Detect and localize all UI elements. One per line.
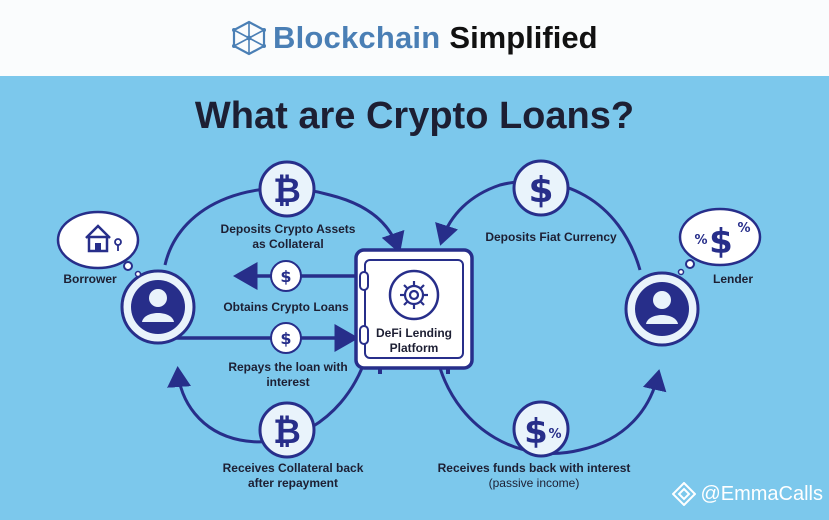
house-thought-bubble <box>56 210 142 278</box>
repays-label: Repays the loan with interest <box>218 360 358 390</box>
deposits-crypto-label: Deposits Crypto Assets as Collateral <box>210 222 366 252</box>
watermark-text: @EmmaCalls <box>700 482 823 505</box>
money-thought-bubble: $ % % <box>677 207 762 276</box>
flow-arrow-return-funds <box>438 367 667 455</box>
deposits-fiat-label: Deposits Fiat Currency <box>485 230 617 244</box>
brand-name-part1: Blockchain <box>273 20 441 55</box>
bitcoin-bottom-icon: ₿ <box>258 401 316 459</box>
svg-text:$: $ <box>280 267 291 286</box>
defi-platform-safe <box>354 248 474 374</box>
lender-avatar <box>624 271 700 347</box>
brand-logo[interactable]: Blockchain Simplified <box>231 14 598 62</box>
receives-funds-line1: Receives funds back with interest <box>437 461 631 475</box>
svg-text:$: $ <box>709 222 733 262</box>
platform-label-line2: Platform <box>389 341 439 355</box>
page-title: What are Crypto Loans? <box>194 95 635 137</box>
svg-text:%: % <box>548 427 561 442</box>
svg-text:%: % <box>694 233 707 248</box>
svg-text:₿: ₿ <box>273 412 301 452</box>
svg-text:₿: ₿ <box>273 171 301 211</box>
deposits-crypto-line1: Deposits Crypto Assets <box>220 222 356 236</box>
dollar-badge-obtains-icon: $ <box>270 260 302 292</box>
svg-text:$: $ <box>528 170 553 211</box>
dollar-badge-repays-icon: $ <box>270 322 302 354</box>
brand-name-part2: Simplified <box>449 20 598 55</box>
svg-text:$: $ <box>280 329 291 348</box>
borrower-label: Borrower <box>63 272 117 286</box>
receives-funds-label: Receives funds back with interest (passi… <box>420 461 648 491</box>
dollar-top-icon: $ <box>512 159 570 217</box>
svg-text:%: % <box>737 221 750 236</box>
svg-text:$: $ <box>524 412 548 452</box>
receives-collateral-line2: after repayment <box>247 476 339 490</box>
receives-collateral-label: Receives Collateral back after repayment <box>210 461 376 491</box>
diamond-logo-icon <box>672 482 697 506</box>
platform-label-line1: DeFi Lending <box>376 326 452 340</box>
repays-line2: interest <box>266 375 310 389</box>
blockchain-cube-icon <box>232 20 266 56</box>
borrower-avatar <box>120 269 196 345</box>
header-bar: Blockchain Simplified <box>0 0 829 76</box>
receives-funds-line2: (passive income) <box>488 476 580 490</box>
house-icon <box>85 224 122 253</box>
bitcoin-top-icon: ₿ <box>258 160 316 218</box>
gear-icon <box>400 281 428 309</box>
lender-label: Lender <box>712 272 753 286</box>
obtains-loans-label: Obtains Crypto Loans <box>223 300 349 314</box>
repays-line1: Repays the loan with <box>228 360 348 374</box>
flow-arrow-return-collateral <box>167 366 364 444</box>
receives-collateral-line1: Receives Collateral back <box>222 461 364 475</box>
platform-label: DeFi Lending Platform <box>362 326 466 356</box>
watermark: @EmmaCalls <box>672 482 823 506</box>
deposits-crypto-line2: as Collateral <box>252 237 324 251</box>
dollar-percent-bottom-icon: $ % <box>512 400 570 458</box>
